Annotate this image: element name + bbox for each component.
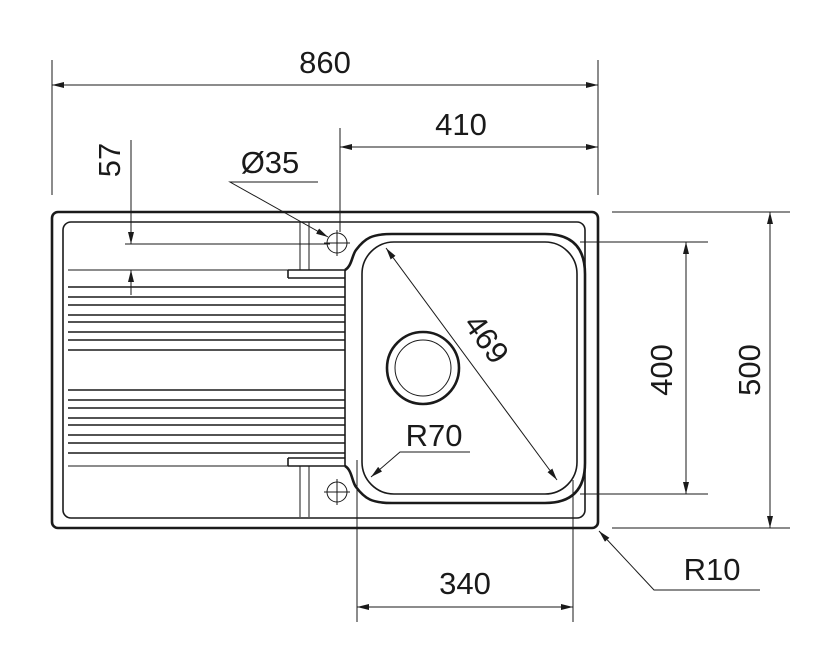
drainer-ribs — [68, 222, 346, 517]
dim-label-410: 410 — [435, 107, 487, 142]
dim-label-r10: R10 — [684, 552, 741, 587]
dimension-tap-to-edge: 410 — [339, 107, 598, 232]
dim-label-469: 469 — [457, 308, 516, 370]
dimension-bowl-width: 340 — [356, 460, 574, 622]
dimension-tap-offset: 57 — [92, 140, 330, 295]
tap-hole-top — [324, 230, 350, 256]
sink-outline — [50, 210, 600, 530]
dimension-tap-hole-diameter: Ø35 — [228, 145, 329, 238]
dim-label-860: 860 — [299, 45, 351, 80]
drain-icon — [385, 330, 461, 406]
tap-hole-bottom — [324, 479, 350, 505]
dimension-overall-width: 860 — [51, 45, 599, 195]
dim-label-diameter: Ø35 — [241, 145, 300, 180]
sink-bowl — [344, 232, 587, 505]
dim-label-340: 340 — [439, 566, 491, 601]
dim-label-57: 57 — [92, 143, 127, 177]
dimension-outer-radius: R10 — [598, 530, 760, 591]
dim-label-400: 400 — [644, 344, 679, 396]
dim-label-500: 500 — [732, 344, 767, 396]
dimension-bowl-radius: R70 — [370, 418, 470, 478]
dimension-bowl-height: 400 — [580, 241, 708, 495]
dimension-overall-depth: 500 — [612, 211, 790, 529]
dim-label-r70: R70 — [406, 418, 463, 453]
